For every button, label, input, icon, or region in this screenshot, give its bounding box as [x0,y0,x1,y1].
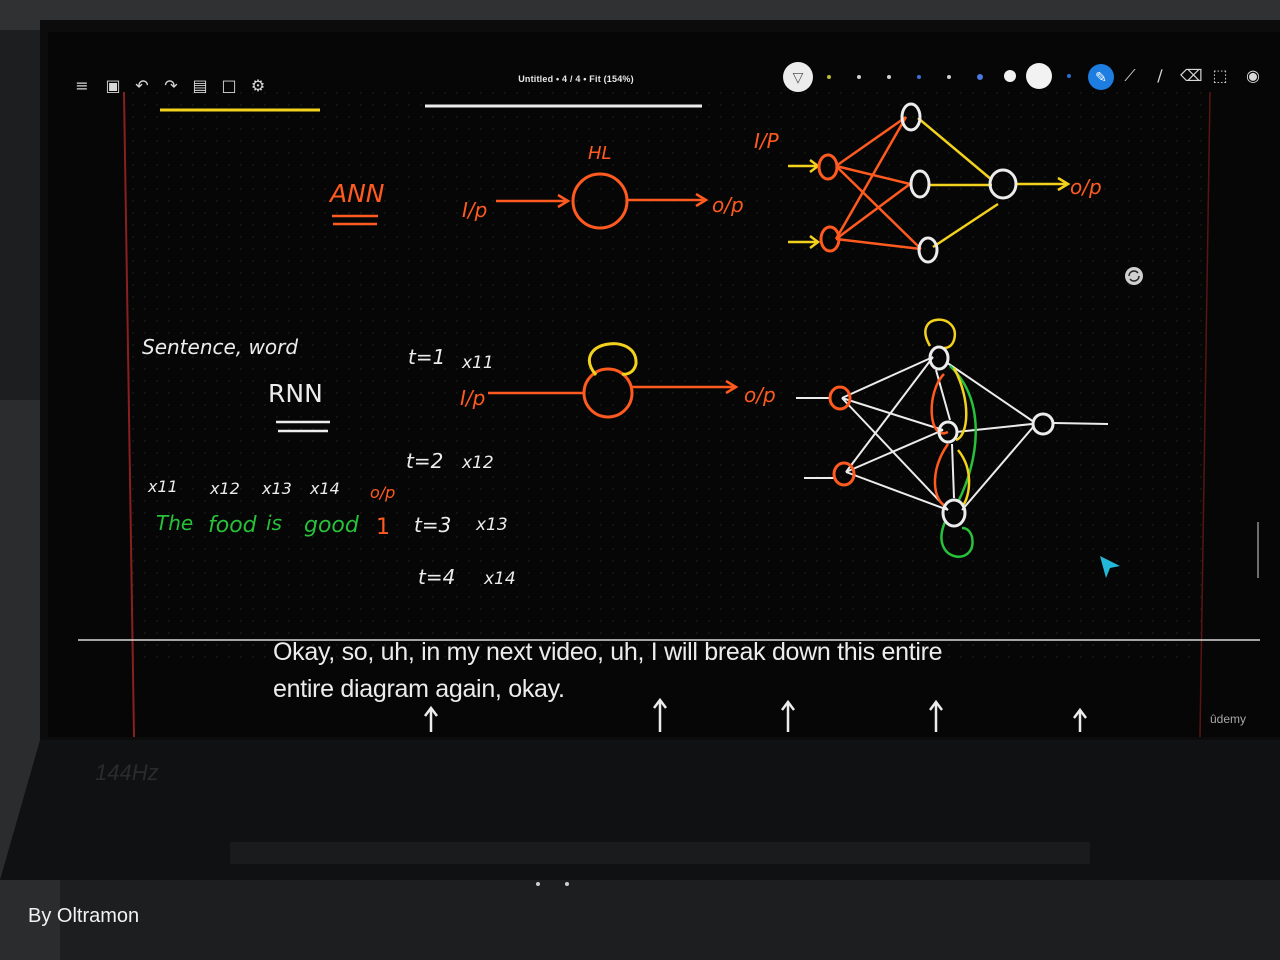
net-input-node-1 [817,153,839,181]
bottom-node-self-loop [940,521,974,558]
sentence-word-text: Sentence, word [142,335,298,359]
ruler-icon[interactable]: ⟋ [1124,66,1136,85]
timestep-1-t: t=1 [408,345,445,369]
pen-size-xl[interactable] [947,75,951,79]
pen-size-l[interactable] [917,75,921,79]
menu-icon[interactable]: ≡ [75,76,89,95]
top-node-self-loop [924,318,957,350]
timestep-3-t: t=3 [414,513,451,537]
pen-size-xs[interactable] [827,75,831,79]
rnn-node [582,367,634,419]
redo-icon[interactable]: ↷ [164,76,178,95]
timestep-1-x: x11 [461,353,494,373]
x-label-3: x13 [261,479,292,498]
video-captions: Okay, so, uh, in my next video, uh, I wi… [273,634,1033,708]
sync-icon [1125,267,1143,285]
whiteboard-canvas[interactable]: ANN HL I/p o/p I/P [48,32,1280,737]
net-op-label: o/p [1070,175,1102,199]
x-label-4: x14 [309,479,340,498]
caption-line-1: Okay, so, uh, in my next video, uh, I wi… [273,638,943,666]
caption-line-2: entire diagram again, okay. [273,675,565,703]
document-title[interactable]: Untitled • 4 / 4 • Fit (154%) [518,74,634,84]
ann-title: ANN [328,179,385,208]
screen: ANN HL I/p o/p I/P [48,32,1280,737]
udemy-watermark: ûdemy [1210,712,1247,726]
x-label-2: x12 [209,479,240,498]
photo-credit: By Oltramon [28,905,140,927]
net-output-node [988,168,1018,200]
pen-size-xxl[interactable] [977,74,983,80]
page-margin-right [1199,91,1211,737]
ann-hidden-node [571,172,629,230]
color-white-swatch[interactable] [1004,70,1016,82]
word-the: The [156,511,193,535]
net-hidden-node-1 [900,102,922,132]
ann-hl-label: HL [588,143,612,164]
pen-tool-icon[interactable]: ✎ [1088,64,1114,90]
timestep-4-x: x14 [483,569,516,589]
op-value: 1 [376,515,390,540]
word-is: is [266,511,282,535]
rnn-net-hidden-node-2 [937,420,959,444]
rnn-net-hidden-node-3 [941,498,967,528]
timestep-2-x: x12 [461,453,494,473]
shape-tool-icon[interactable]: ▽ [783,62,813,92]
rnn-ip-label: I/p [460,386,485,410]
rnn-self-loop [587,342,638,376]
word-good: good [304,513,360,538]
toolbar: ≡ ▣ ↶ ↷ ▤ □ ⚙ Untitled • 4 / 4 • Fit (15… [48,32,1280,132]
pen-size-s[interactable] [857,75,861,79]
net-ip-label: I/P [754,129,780,153]
paste-icon[interactable]: ▤ [192,76,208,95]
word-food: food [208,513,258,538]
rnn-net-output-node [1031,412,1055,436]
timestep-2-t: t=2 [406,449,443,473]
rnn-net-input-node-2 [832,461,856,487]
rnn-net-hidden-node-1 [928,345,950,371]
eraser-icon[interactable]: ⌫ [1180,66,1203,85]
save-icon[interactable]: ▣ [105,76,121,95]
undo-icon[interactable]: ↶ [135,76,149,95]
mouse-cursor [1100,556,1120,578]
color-light-swatch[interactable] [1026,63,1052,89]
rnn-net-input-node-1 [828,385,852,411]
timestep-4-t: t=4 [418,565,455,589]
settings-icon[interactable]: ⚙ [250,76,266,95]
x-label-1: x11 [147,477,178,496]
pencil-icon[interactable]: ∕ [1157,66,1163,85]
timestep-3-x: x13 [475,515,508,535]
net-input-node-2 [819,225,841,253]
rnn-op-label: o/p [744,383,776,407]
lasso-select-icon[interactable]: ⬚ [1212,66,1228,85]
page-margin-left [123,91,135,737]
ann-ip-label: I/p [462,198,487,222]
net-hidden-node-3 [917,236,939,264]
view-icon[interactable]: ◉ [1246,66,1260,85]
pen-size-m[interactable] [887,75,891,79]
page-icon[interactable]: □ [221,76,237,95]
color-blue-dot[interactable] [1067,74,1071,78]
refresh-rate-label: 144Hz [95,760,159,785]
net-hidden-node-2 [909,169,931,199]
ann-op-label: o/p [712,193,744,217]
op-label: o/p [370,483,395,502]
rnn-title: RNN [268,379,323,408]
